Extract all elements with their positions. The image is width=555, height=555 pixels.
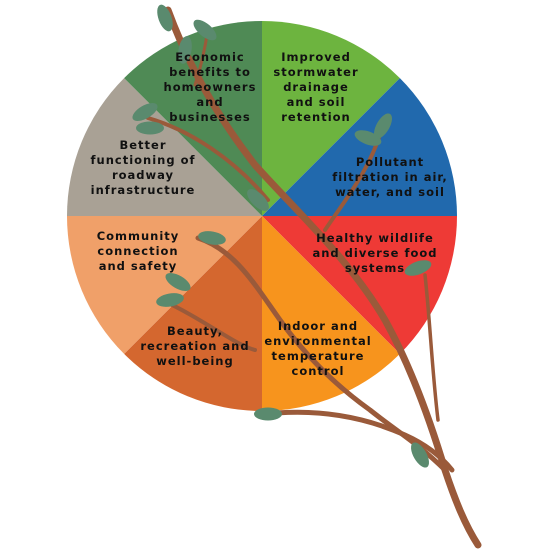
segment-label-line: retention bbox=[281, 110, 350, 124]
pie-segment-community bbox=[67, 216, 262, 354]
segment-label-line: systems bbox=[345, 261, 405, 275]
segment-label-line: filtration in air, bbox=[332, 170, 448, 184]
leaf-icon bbox=[136, 121, 164, 135]
segment-label-line: Beauty, bbox=[167, 324, 223, 338]
segment-label-line: Economic bbox=[175, 50, 244, 64]
segment-label-line: connection bbox=[97, 244, 178, 258]
segment-label-line: roadway bbox=[112, 168, 174, 182]
segment-label-line: well-being bbox=[156, 354, 233, 368]
segment-label-line: temperature bbox=[272, 349, 365, 363]
leaf-icon bbox=[198, 231, 226, 245]
segment-label-line: drainage bbox=[283, 80, 349, 94]
segment-label-line: and safety bbox=[99, 259, 178, 273]
segment-label-line: water, and soil bbox=[335, 185, 445, 199]
segment-label-line: businesses bbox=[169, 110, 251, 124]
pie-segment-temperature bbox=[262, 216, 400, 411]
leaf-icon bbox=[254, 407, 282, 421]
segment-label-line: Improved bbox=[281, 50, 351, 64]
segment-label-line: and bbox=[196, 95, 223, 109]
segment-label-line: homeowners bbox=[164, 80, 257, 94]
leaf-icon bbox=[193, 19, 217, 41]
segment-label-line: Healthy wildlife bbox=[316, 231, 434, 245]
leaf-icon bbox=[354, 130, 382, 146]
segment-label-line: control bbox=[292, 364, 345, 378]
leaf-icon bbox=[157, 4, 173, 32]
segment-label-line: Better bbox=[119, 138, 166, 152]
branch-stem bbox=[160, 298, 257, 352]
segment-label-line: infrastructure bbox=[91, 183, 196, 197]
segment-label-line: Indoor and bbox=[278, 319, 358, 333]
segment-label-line: functioning of bbox=[91, 153, 196, 167]
pie-segment-economic bbox=[124, 20, 262, 216]
segment-label-line: stormwater bbox=[273, 65, 358, 79]
leaf-icon bbox=[165, 273, 191, 291]
branch-stem bbox=[255, 409, 455, 473]
tree-branch-illustration bbox=[132, 4, 482, 549]
leaf-icon bbox=[247, 189, 269, 211]
segment-label-line: environmental bbox=[264, 334, 371, 348]
pie-segment-stormwater bbox=[262, 20, 400, 216]
leaf-icon bbox=[132, 103, 158, 121]
branch-stem bbox=[423, 273, 440, 422]
branch-stem bbox=[146, 116, 270, 202]
segment-label-line: Pollutant bbox=[356, 155, 424, 169]
segment-label-line: Community bbox=[97, 229, 180, 243]
segment-label-line: recreation and bbox=[140, 339, 249, 353]
leaf-icon bbox=[156, 293, 184, 307]
leaf-icon bbox=[411, 442, 429, 468]
pie-segment-beauty bbox=[124, 216, 262, 412]
leaf-icon bbox=[404, 260, 432, 276]
leaf-icon bbox=[374, 113, 392, 139]
pie-segment-roadway bbox=[66, 78, 262, 216]
leaf-icon bbox=[178, 36, 192, 64]
pie-segment-pollutant bbox=[262, 78, 457, 216]
segment-label-line: and soil bbox=[287, 95, 346, 109]
segment-label-line: and diverse food bbox=[312, 246, 437, 260]
pie-segments bbox=[66, 20, 457, 412]
branch-stem bbox=[164, 6, 482, 549]
segment-label-line: benefits to bbox=[169, 65, 251, 79]
